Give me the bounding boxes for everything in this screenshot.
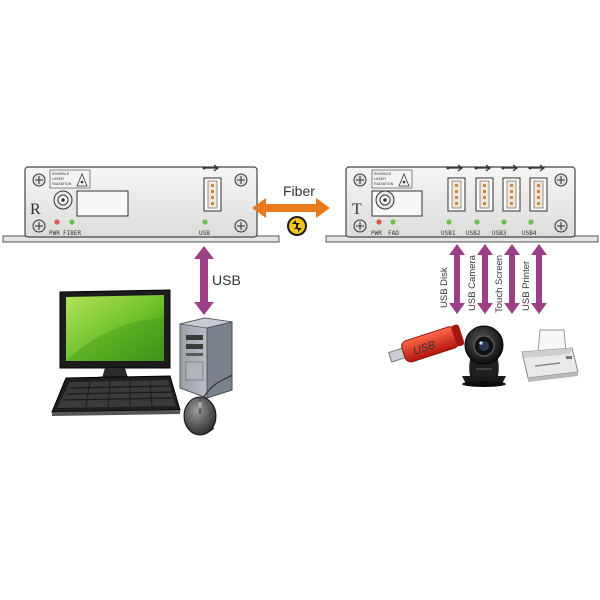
usb-symbol-icon xyxy=(446,164,463,172)
fiber-led xyxy=(69,219,75,225)
svg-text:USB2: USB2 xyxy=(466,230,481,237)
transmitter-unit: T INVISIBLE LASER RADIATION PWR FAD USB1 xyxy=(325,164,599,243)
svg-text:LASER: LASER xyxy=(374,177,386,181)
pc-tower xyxy=(179,317,233,399)
hazard-badge-icon xyxy=(287,216,307,236)
screw-icon xyxy=(234,219,248,233)
receiver-unit: R INVISIBLE LASER RADIATION PWR FIBER xyxy=(2,164,280,243)
usb-label: USB xyxy=(212,272,241,288)
usb-disk-device: USB xyxy=(388,324,465,363)
laser-warning-icon: INVISIBLE LASER RADIATION xyxy=(371,169,413,189)
usb-printer-device xyxy=(521,329,579,382)
mouse xyxy=(183,396,217,436)
usb-led-label: USB xyxy=(199,230,210,237)
screw-icon xyxy=(554,219,568,233)
usb-disk-label: USB Disk xyxy=(439,267,450,308)
usb-port-2: USB2 xyxy=(466,164,494,237)
usb-symbol-icon xyxy=(474,164,491,172)
pwr-label: PWR xyxy=(49,230,60,237)
usb-link-receiver: USB xyxy=(194,246,241,315)
fiber-double-arrow xyxy=(252,198,330,218)
svg-text:LASER: LASER xyxy=(52,177,64,181)
svg-text:RADIATION: RADIATION xyxy=(374,182,394,186)
usb-symbol-icon xyxy=(528,164,545,172)
usb-port-1: USB1 xyxy=(441,164,466,237)
pwr-led xyxy=(376,219,382,225)
receiver-letter: R xyxy=(30,201,41,218)
usb-port-3: USB3 xyxy=(492,164,521,237)
fad-led xyxy=(390,219,396,225)
usb-printer-arrow xyxy=(531,244,547,314)
pwr-led xyxy=(54,219,60,225)
mouse-cable xyxy=(202,374,233,399)
usb-camera-label: USB Camera xyxy=(467,254,478,311)
usb-disk-arrow xyxy=(449,244,465,314)
screw-icon xyxy=(32,219,46,233)
usb-port-4: USB4 xyxy=(522,164,548,237)
receiver-port-panel xyxy=(76,190,129,217)
fad-label: FAD xyxy=(388,230,399,237)
screw-icon xyxy=(554,173,568,187)
laser-warning-icon: INVISIBLE LASER RADIATION xyxy=(49,169,91,189)
usb-port xyxy=(203,177,222,212)
svg-text:RADIATION: RADIATION xyxy=(52,182,72,186)
usb-camera-device xyxy=(462,325,506,387)
keyboard xyxy=(51,375,181,416)
svg-text:USB4: USB4 xyxy=(522,230,537,237)
touch-screen-label: Touch Screen xyxy=(494,255,505,313)
fiber-link: Fiber xyxy=(252,183,330,236)
screw-icon xyxy=(353,219,367,233)
pwr-label: PWR xyxy=(371,230,382,237)
transmitter-letter: T xyxy=(352,201,362,218)
usb-symbol-icon xyxy=(501,164,518,172)
svg-text:USB1: USB1 xyxy=(441,230,456,237)
fiber-label: FIBER xyxy=(63,230,81,237)
svg-text:INVISIBLE: INVISIBLE xyxy=(52,172,70,176)
screw-icon xyxy=(32,173,46,187)
fiber-connector-icon xyxy=(375,190,395,210)
desktop-computer xyxy=(51,289,233,436)
touch-screen-arrow xyxy=(504,244,520,314)
fiber-connector-icon xyxy=(53,190,73,210)
screw-icon xyxy=(234,173,248,187)
screw-icon xyxy=(353,173,367,187)
usb-symbol-icon xyxy=(202,164,219,172)
usb-camera-arrow xyxy=(477,244,493,314)
svg-text:USB3: USB3 xyxy=(492,230,507,237)
fiber-label: Fiber xyxy=(283,183,315,199)
svg-text:INVISIBLE: INVISIBLE xyxy=(374,172,392,176)
usb-printer-label: USB Printer xyxy=(521,261,532,311)
usb-link-transmitter: USB Disk USB Camera Touch Screen USB Pri… xyxy=(439,244,547,314)
usb-double-arrow xyxy=(194,246,214,315)
usb-led xyxy=(202,219,208,225)
monitor xyxy=(59,289,171,384)
